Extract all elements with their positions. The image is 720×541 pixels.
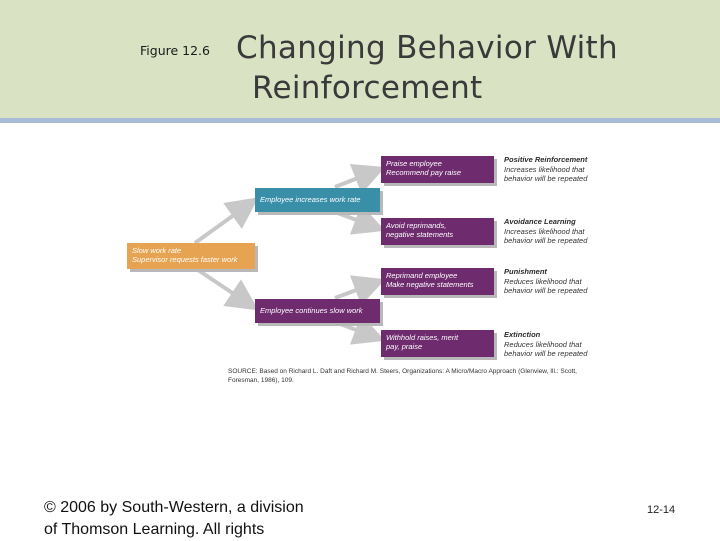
page-number: 12-14 — [647, 504, 676, 516]
action-line-1: Withhold raises, merit — [386, 333, 459, 342]
reinforcement-diagram: Slow work rate Supervisor requests faste… — [127, 155, 608, 385]
outcome-desc-2: behavior will be repeated — [504, 174, 588, 183]
action-line-2: pay, praise — [386, 342, 423, 351]
outcome-avoidance-learning: Avoidance Learning Increases likelihood … — [504, 217, 587, 246]
outcome-desc-2: behavior will be repeated — [504, 286, 588, 295]
source-line-2: Foresman, 1986), 109. — [228, 377, 294, 384]
arrow-up-to-avoid — [334, 204, 386, 235]
banner-rule — [0, 118, 720, 123]
action-box: Avoid reprimands, negative statements — [381, 218, 494, 245]
branch-slow-box: Employee continues slow work — [255, 299, 380, 323]
start-line-2: Supervisor requests faster work — [132, 255, 238, 264]
action-line-2: Recommend pay raise — [386, 168, 462, 177]
outcome-desc-1: Reduces likelihood that — [504, 339, 582, 349]
outcome-heading: Punishment — [504, 267, 547, 276]
source-citation: SOURCE: Based on Richard L. Daft and Ric… — [228, 367, 608, 385]
outcome-heading: Extinction — [504, 330, 541, 339]
figure-label: Figure 12.6 — [140, 43, 210, 58]
action-line-1: Praise employee — [386, 159, 442, 168]
action-line-1: Avoid reprimands, — [386, 221, 447, 230]
start-box: Slow work rate Supervisor requests faste… — [127, 243, 255, 269]
copyright-line-1: © 2006 by South-Western, a division — [44, 499, 304, 516]
outcome-heading: Positive Reinforcement — [504, 155, 588, 164]
arrow-down-to-reprimand — [334, 275, 386, 306]
outcome-desc-1: Increases likelihood that — [504, 226, 585, 236]
branch-increase-label: Employee increases work rate — [260, 195, 361, 204]
copyright-notice: © 2006 by South-Western, a division of T… — [44, 497, 304, 541]
action-line-2: Make negative statements — [386, 280, 474, 289]
title-line-2: Reinforcement — [252, 70, 483, 106]
outcome-desc-1: Reduces likelihood that — [504, 276, 582, 286]
outcome-desc-2: behavior will be repeated — [504, 349, 588, 358]
outcome-extinction: Extinction Reduces likelihood that behav… — [504, 330, 587, 359]
outcome-punishment: Punishment Reduces likelihood that behav… — [504, 267, 587, 296]
arrow-up-to-praise — [334, 163, 386, 194]
connector-arrows — [193, 163, 386, 345]
title-line-1: Changing Behavior With — [236, 30, 618, 66]
action-box: Praise employee Recommend pay raise — [381, 156, 494, 183]
branch-increase-box: Employee increases work rate — [255, 188, 380, 212]
outcome-positive-reinforcement: Positive Reinforcement Increases likelih… — [504, 155, 587, 184]
action-box: Withhold raises, merit pay, praise — [381, 330, 494, 357]
action-box: Reprimand employee Make negative stateme… — [381, 268, 494, 295]
action-line-2: negative statements — [386, 230, 454, 239]
outcome-desc-1: Increases likelihood that — [504, 164, 585, 174]
start-line-1: Slow work rate — [132, 246, 182, 255]
source-line-1: SOURCE: Based on Richard L. Daft and Ric… — [228, 368, 577, 375]
slide-title: Changing Behavior With Reinforcement — [236, 28, 618, 108]
copyright-line-2: of Thomson Learning. All rights — [44, 521, 265, 538]
arrow-down-to-withhold — [334, 314, 386, 345]
action-line-1: Reprimand employee — [386, 271, 458, 280]
branch-slow-label: Employee continues slow work — [260, 306, 363, 315]
outcome-desc-2: behavior will be repeated — [504, 236, 588, 245]
arrow-start-to-down — [193, 266, 259, 311]
arrow-start-to-up — [193, 197, 259, 245]
title-banner — [0, 0, 720, 118]
outcome-heading: Avoidance Learning — [504, 217, 576, 226]
